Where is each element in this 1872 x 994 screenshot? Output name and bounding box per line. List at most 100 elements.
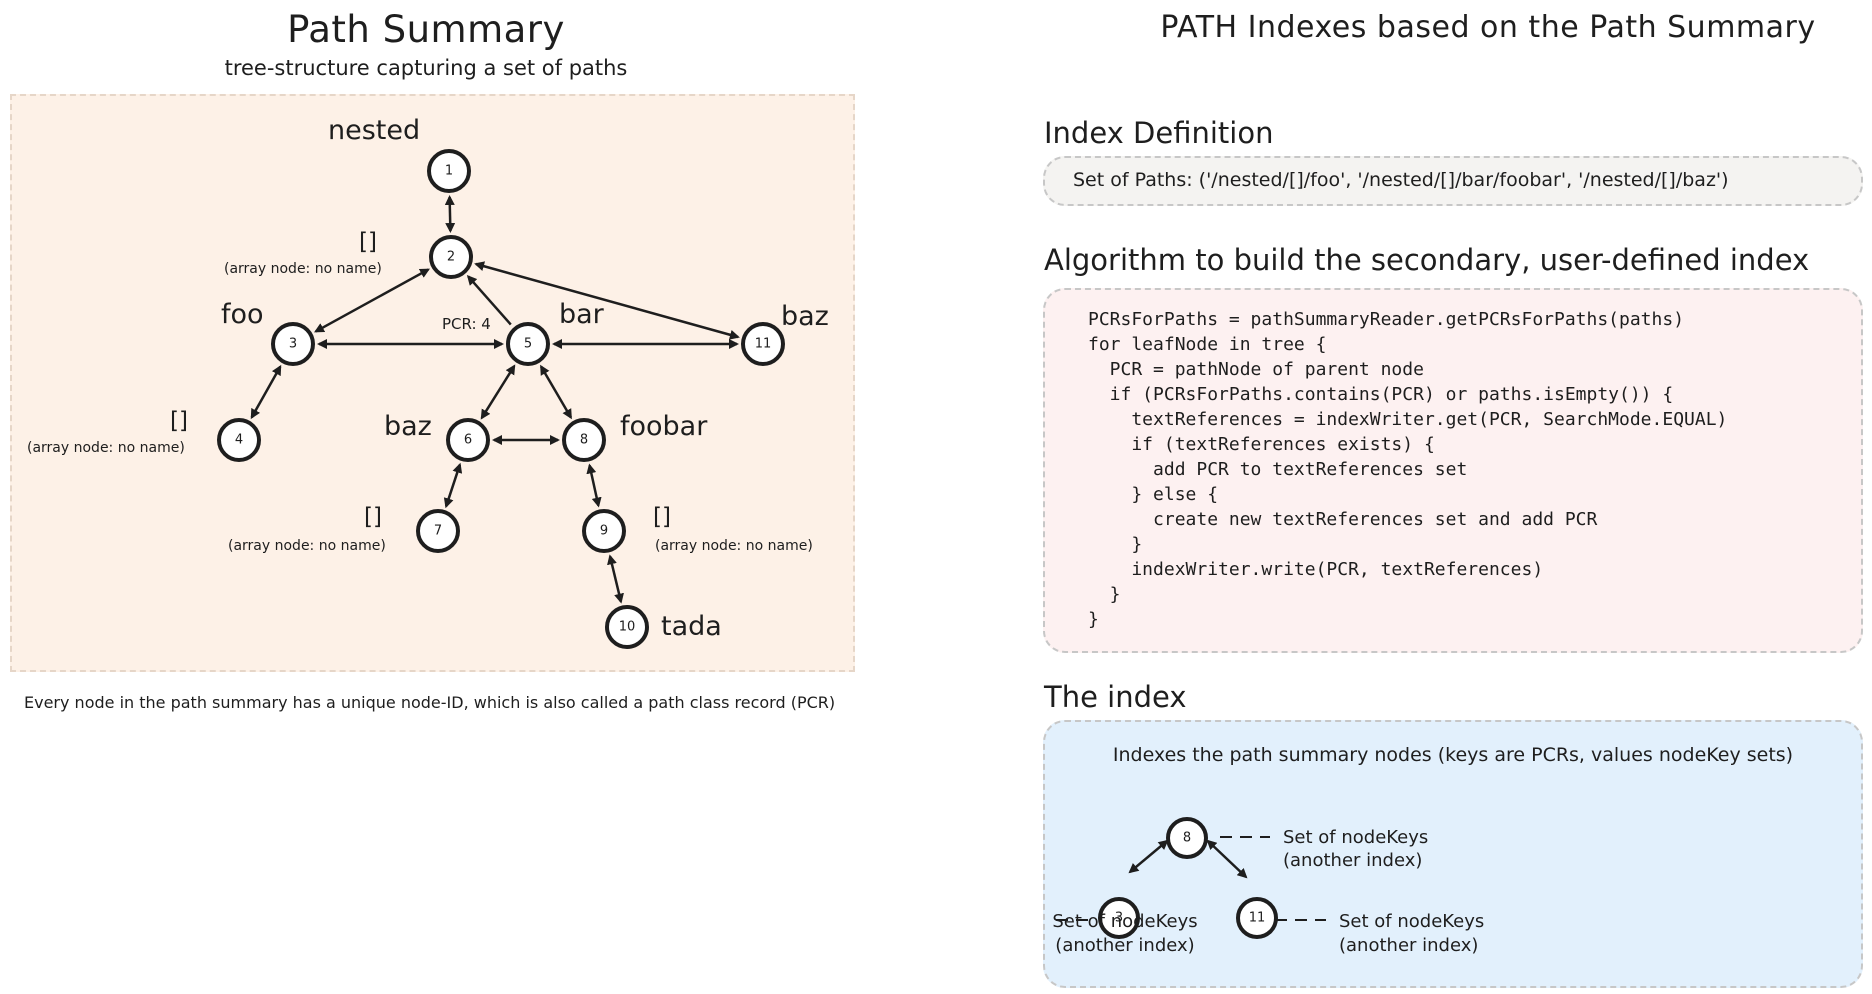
pcr-note: PCR: 4 [442, 315, 491, 333]
code-line: create new textReferences set and add PC… [1088, 509, 1598, 530]
tree-node-3: 3 [271, 322, 315, 366]
tree-node-circle [446, 418, 490, 462]
label-bar: bar [559, 299, 605, 330]
code-line: textReferences = indexWriter.get(PCR, Se… [1088, 409, 1728, 430]
path-indexes-title: PATH Indexes based on the Path Summary [1160, 10, 1816, 45]
tree-node-4: 4 [217, 418, 261, 462]
index-node-label: 11 [1249, 911, 1266, 926]
label-tada: tada [661, 611, 722, 642]
tree-node-circle [582, 509, 626, 553]
the-index-heading: The index [1044, 680, 1187, 714]
tree-edge-6-7 [443, 462, 463, 509]
array-marker-4: [] [170, 408, 188, 434]
index-tree: 8 3 11 Set of nodeKeys (another index) S… [1052, 817, 1484, 956]
tree-node-label: 7 [434, 524, 442, 539]
tree-edge-8-9 [586, 463, 602, 508]
tree-node-label: 11 [755, 337, 772, 352]
code-line: for leafNode in tree { [1088, 334, 1327, 355]
label-foo: foo [221, 299, 264, 330]
label-foobar: foobar [620, 411, 708, 442]
tree-node-circle [416, 509, 460, 553]
label-baz-top: baz [781, 301, 829, 332]
tree-edge-2-3 [314, 268, 430, 333]
code-line: if (textReferences exists) { [1088, 434, 1435, 455]
array-note-4: (array node: no name) [27, 440, 185, 456]
label-nested: nested [328, 115, 420, 146]
code-line: } [1088, 534, 1143, 555]
algorithm-box [1043, 288, 1863, 653]
array-marker-2: [] [359, 229, 377, 255]
tree-edge-2-11 [474, 261, 740, 340]
tree-panel [10, 94, 855, 672]
index-description: Indexes the path summary nodes (keys are… [1112, 744, 1794, 766]
code-line: indexWriter.write(PCR, textReferences) [1088, 559, 1544, 580]
tree-node-7: 7 [416, 509, 460, 553]
index-note-3-line1: Set of nodeKeys [1052, 911, 1197, 932]
tree-node-1: 1 [427, 149, 471, 193]
code-line: if (PCRsForPaths.contains(PCR) or paths.… [1088, 384, 1674, 405]
code-line: } [1088, 584, 1121, 605]
tree-node-circle [562, 418, 606, 462]
tree-node-5: 5 [506, 322, 550, 366]
array-note-7: (array node: no name) [228, 538, 386, 554]
tree-node-11: 11 [741, 322, 785, 366]
index-definition-heading: Index Definition [1044, 116, 1274, 150]
tree-edge-5-6 [480, 364, 516, 420]
array-note-2: (array node: no name) [224, 261, 382, 277]
algorithm-code: PCRsForPaths = pathSummaryReader.getPCRs… [1088, 309, 1727, 634]
array-marker-7: [] [364, 504, 382, 530]
tree-node-label: 8 [580, 433, 588, 448]
tree-node-2: 2 [429, 235, 473, 279]
path-summary-footnote: Every node in the path summary has a uni… [24, 693, 836, 712]
code-line: PCR = pathNode of parent node [1088, 359, 1424, 380]
path-summary-title: Path Summary [287, 8, 565, 51]
array-marker-9: [] [653, 504, 671, 530]
tree-edge-5-2 [466, 274, 512, 326]
tree-node-8: 8 [562, 418, 606, 462]
code-line: } else { [1088, 484, 1219, 505]
index-note-11-line2: (another index) [1339, 935, 1478, 956]
index-note-11-line1: Set of nodeKeys [1339, 911, 1484, 932]
tree-node-label: 5 [524, 337, 532, 352]
tree-node-label: 4 [235, 433, 243, 448]
index-node-label: 8 [1183, 831, 1191, 846]
index-note-8-line2: (another index) [1283, 850, 1422, 871]
code-line: } [1088, 609, 1099, 630]
tree-node-label: 10 [619, 620, 636, 635]
tree-node-label: 3 [289, 337, 297, 352]
tree-edge-1-2 [444, 194, 456, 234]
label-baz-mid: baz [384, 411, 432, 442]
tree-node-circle [605, 605, 649, 649]
tree-node-label: 9 [600, 524, 608, 539]
index-node-label: 3 [1115, 911, 1123, 926]
index-node-8: 8 [1166, 817, 1208, 859]
tree-edge-9-10 [607, 554, 624, 604]
tree-node-label: 2 [447, 250, 455, 265]
index-definition-text: Set of Paths: ('/nested/[]/foo', '/neste… [1073, 169, 1729, 191]
tree-node-10: 10 [605, 605, 649, 649]
tree-node-circle [217, 418, 261, 462]
tree-node-label: 1 [445, 164, 453, 179]
index-note-3-line2: (another index) [1055, 935, 1194, 956]
index-edge-8-3 [1128, 839, 1169, 874]
tree-edge-5-8 [540, 364, 572, 420]
code-line: add PCR to textReferences set [1088, 459, 1468, 480]
index-definition-box [1043, 156, 1863, 206]
path-summary-subtitle: tree-structure capturing a set of paths [224, 56, 628, 80]
index-node-3: 3 [1098, 897, 1140, 939]
index-note-8-line1: Set of nodeKeys [1283, 827, 1428, 848]
array-note-9: (array node: no name) [655, 538, 813, 554]
tree-node-circle [741, 322, 785, 366]
tree-node-circle [429, 235, 473, 279]
tree-node-6: 6 [446, 418, 490, 462]
tree-node-circle [427, 149, 471, 193]
tree-edge-3-4 [250, 364, 282, 420]
tree-node-circle [271, 322, 315, 366]
path-summary-tree: 1 2 3 4 5 6 7 8 9 10 11 nested foo bar baz baz foo… [27, 115, 829, 649]
tree-node-circle [506, 322, 550, 366]
index-node-11: 11 [1236, 897, 1278, 939]
algorithm-heading: Algorithm to build the secondary, user-d… [1044, 243, 1810, 277]
code-line: PCRsForPaths = pathSummaryReader.getPCRs… [1088, 309, 1685, 330]
tree-node-label: 6 [464, 433, 472, 448]
index-edge-8-11 [1206, 839, 1248, 879]
